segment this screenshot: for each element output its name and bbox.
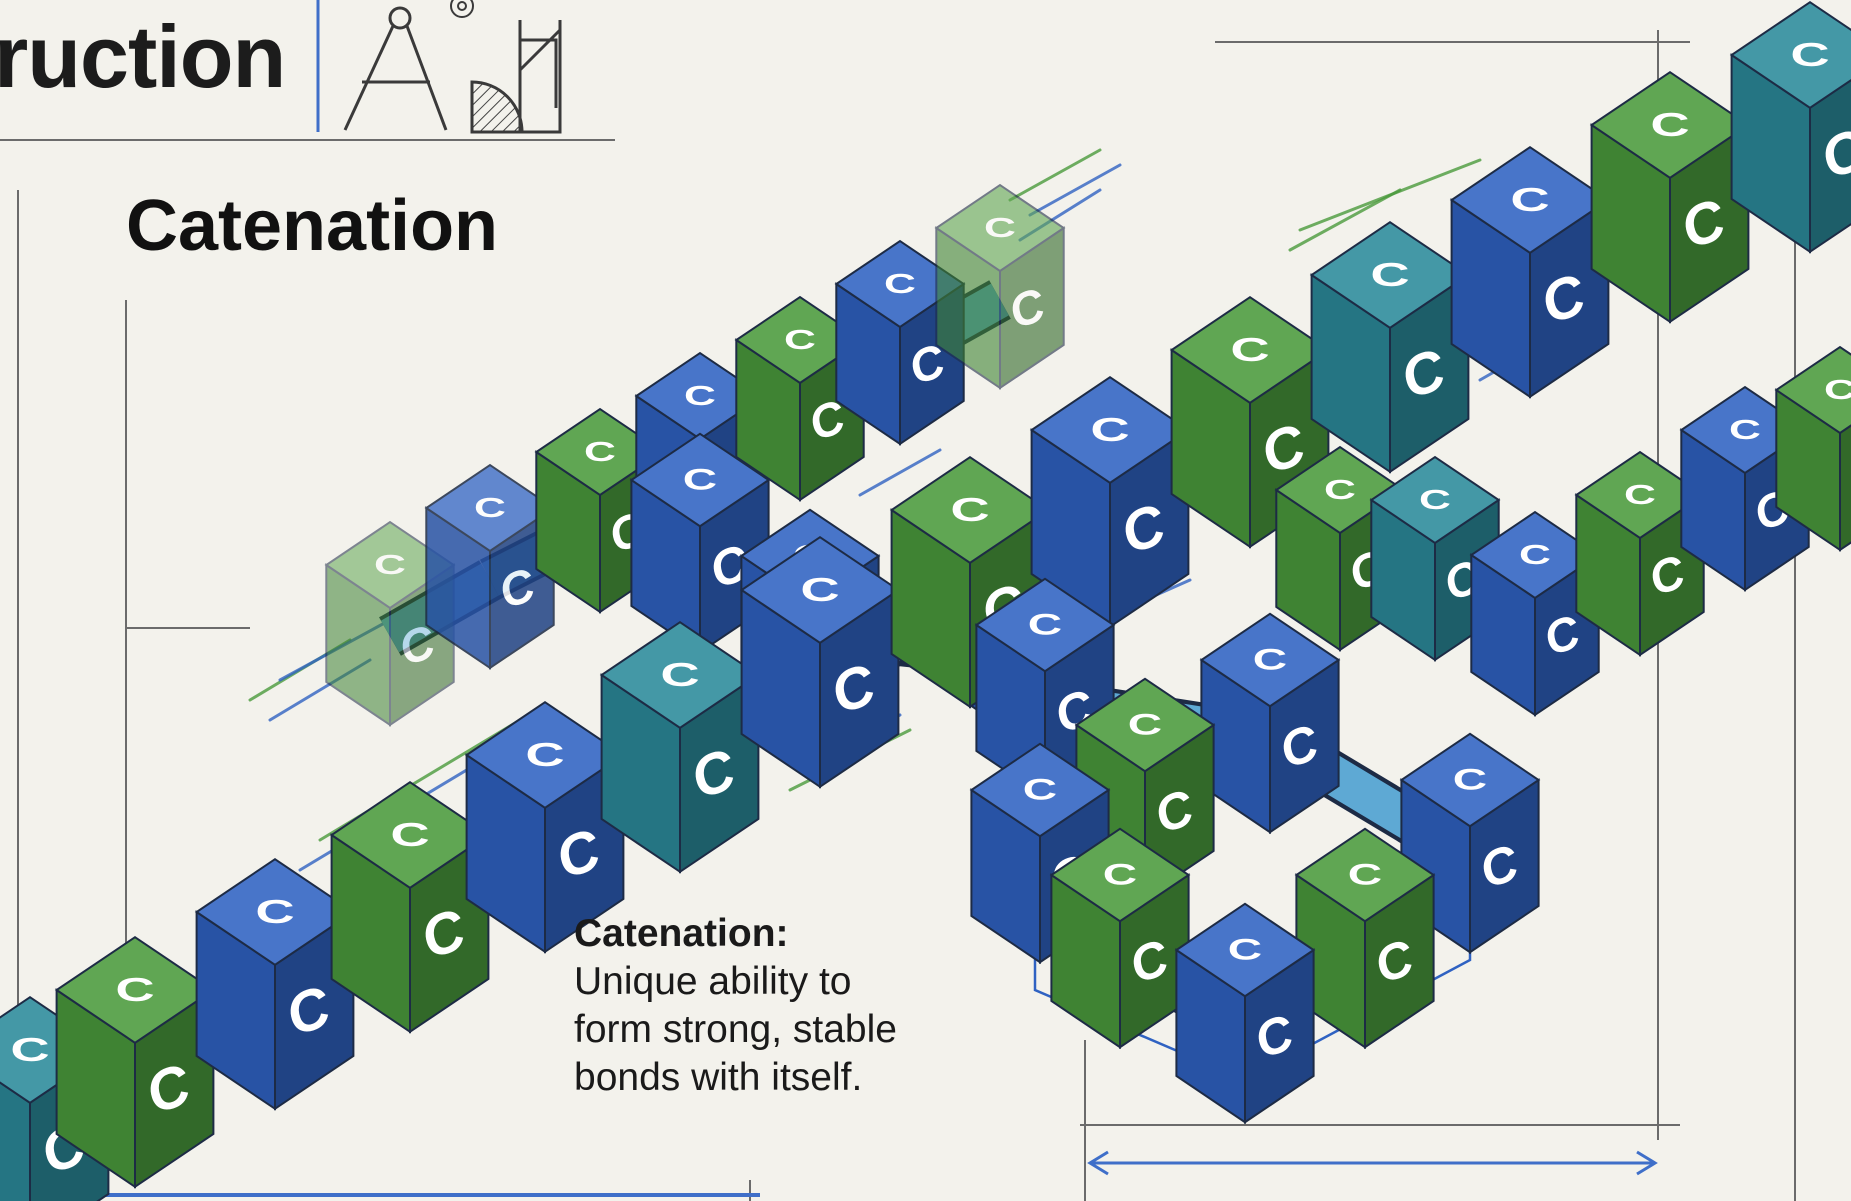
section-heading: Catenation <box>126 186 499 266</box>
atom-symbol-label: C <box>1790 35 1829 73</box>
motion-streak <box>1298 158 1482 232</box>
atom-symbol-label: C <box>1028 608 1062 641</box>
carbon-atom: CC <box>1199 612 1341 835</box>
atom-symbol-label: C <box>1824 374 1851 405</box>
carbon-atom: CC <box>834 239 966 446</box>
atom-symbol-label: C <box>1324 474 1356 505</box>
carbon-atom: CC <box>599 620 761 874</box>
atom-symbol-label: C <box>683 463 717 496</box>
atom-symbol-label: C <box>1090 410 1129 448</box>
motion-streak <box>858 448 942 497</box>
atom-symbol-label: C <box>800 570 839 608</box>
carbon-atom: CC <box>1309 220 1471 474</box>
motion-streak <box>1028 163 1122 217</box>
atom-symbol-label: C <box>884 268 916 299</box>
atom-symbol-label: C <box>10 1030 49 1068</box>
atom-symbol-label: C <box>255 892 294 930</box>
caption: Catenation: Unique ability to form stron… <box>574 910 994 1102</box>
carbon-atom: CC <box>629 432 771 655</box>
atom-symbol-label: C <box>1230 330 1269 368</box>
atom-symbol-label: C <box>1419 484 1451 515</box>
atom-symbol-label: C <box>1510 180 1549 218</box>
carbon-atom: CC <box>1774 345 1851 552</box>
drafting-triangle-icon <box>518 20 562 134</box>
carbon-atom: CC <box>934 183 1066 390</box>
carbon-atom: CC <box>329 780 491 1034</box>
atom-symbol-label: C <box>950 490 989 528</box>
carbon-atom: CC <box>1049 827 1191 1050</box>
carbon-atom: CC <box>1729 0 1851 254</box>
carbon-atom: CC <box>424 463 556 670</box>
atom-symbol-label: C <box>1729 414 1761 445</box>
caption-lead: Catenation: <box>574 912 789 955</box>
atom-symbol-label: C <box>1128 708 1162 741</box>
gear-icon <box>450 0 474 18</box>
atom-symbol-label: C <box>984 212 1016 243</box>
atom-symbol-label: C <box>1519 539 1551 570</box>
atom-symbol-label: C <box>525 735 564 773</box>
atom-symbol-label: C <box>660 655 699 693</box>
atom-symbol-label: C <box>1253 643 1287 676</box>
carbon-atom: CC <box>54 935 216 1189</box>
carbon-atom: CC <box>1294 827 1436 1050</box>
motion-streak <box>1008 148 1102 202</box>
caption-body: Unique ability to form strong, stable bo… <box>574 960 897 1099</box>
compass-icon <box>343 6 448 131</box>
atom-symbol-label: C <box>784 324 816 355</box>
carbon-atom: CC <box>1174 902 1316 1125</box>
drafting-tools <box>316 0 562 134</box>
carbon-atom: CC <box>1029 375 1191 629</box>
dimension-arrow <box>1087 1150 1658 1176</box>
protractor-icon <box>470 80 524 134</box>
atom-symbol-label: C <box>390 815 429 853</box>
carbon-atom: CC <box>194 857 356 1111</box>
atom-symbol-label: C <box>584 436 616 467</box>
carbon-atom: CC <box>1449 145 1611 399</box>
atom-symbol-label: C <box>684 380 716 411</box>
atom-symbol-label: C <box>1650 105 1689 143</box>
atom-symbol-label: C <box>1023 773 1057 806</box>
atom-symbol-label: C <box>374 549 406 580</box>
carbon-atom: CC <box>1589 70 1751 324</box>
atom-symbol-label: C <box>474 492 506 523</box>
atom-symbol-label: C <box>1370 255 1409 293</box>
carbon-atom: CC <box>1169 295 1331 549</box>
atom-symbol-label: C <box>115 970 154 1008</box>
atom-symbol-label: C <box>1103 858 1137 891</box>
motion-streak <box>1288 188 1402 252</box>
atom-symbol-label: C <box>1348 858 1382 891</box>
carbon-atom: CC <box>739 535 901 789</box>
atom-symbol-label: C <box>1624 479 1656 510</box>
atom-symbol-label: C <box>1453 763 1487 796</box>
atom-symbol-label: C <box>1228 933 1262 966</box>
page-title-fragment: ruction <box>0 7 286 106</box>
